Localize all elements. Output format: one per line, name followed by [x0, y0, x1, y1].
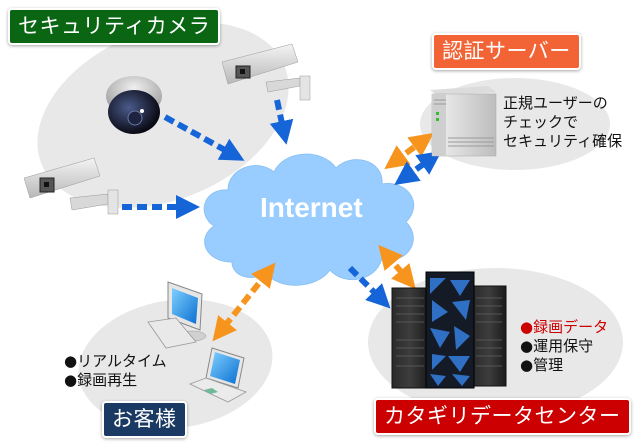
auth-server-description: 正規ユーザーの チェックで セキュリティ確保 [503, 94, 622, 151]
datacenter-feature-item: ●運用保守 [520, 337, 594, 355]
laptop-icon [188, 347, 247, 403]
datacenter-feature-item: ●管理 [520, 356, 564, 374]
arrow-internet-auth-server-orange [384, 132, 434, 170]
datacenter-label: カタギリデータセンター [374, 398, 631, 435]
dome-camera-icon [106, 76, 162, 134]
arrow-internet-datacenter-orange [378, 244, 416, 290]
datacenter-feature-item-highlighted: ●録画データ [520, 318, 609, 336]
customer-feature-list: ●リアルタイム ●録画再生 [64, 352, 167, 390]
arrow-internet-customers [212, 262, 276, 342]
arrow-dome-camera-to-internet [163, 114, 245, 161]
arrow-top-camera-to-internet [269, 99, 294, 145]
internet-label: Internet [260, 192, 363, 223]
auth-description-line: チェックで [503, 113, 579, 131]
auth-server-label: 認証サーバー [432, 33, 581, 70]
datacenter-feature-list: ●録画データ ●運用保守 ●管理 [520, 318, 608, 375]
bullet-camera-left-icon [23, 157, 119, 215]
datacenter-racks-icon [391, 271, 507, 389]
desktop-computer-icon [147, 281, 207, 349]
auth-server-icon [430, 86, 497, 157]
auth-description-line: 正規ユーザーの [503, 94, 608, 112]
auth-description-line: セキュリティ確保 [503, 132, 623, 150]
arrow-internet-datacenter-blue [347, 265, 391, 309]
customer-label: お客様 [102, 401, 187, 438]
customer-feature-item: ●録画再生 [64, 371, 138, 389]
arrow-internet-auth-server-blue [394, 151, 442, 185]
bullet-camera-top-icon [221, 43, 311, 101]
customer-feature-item: ●リアルタイム [64, 352, 167, 370]
security-camera-label: セキュリティカメラ [8, 8, 221, 45]
internet-cloud-icon [203, 153, 415, 286]
